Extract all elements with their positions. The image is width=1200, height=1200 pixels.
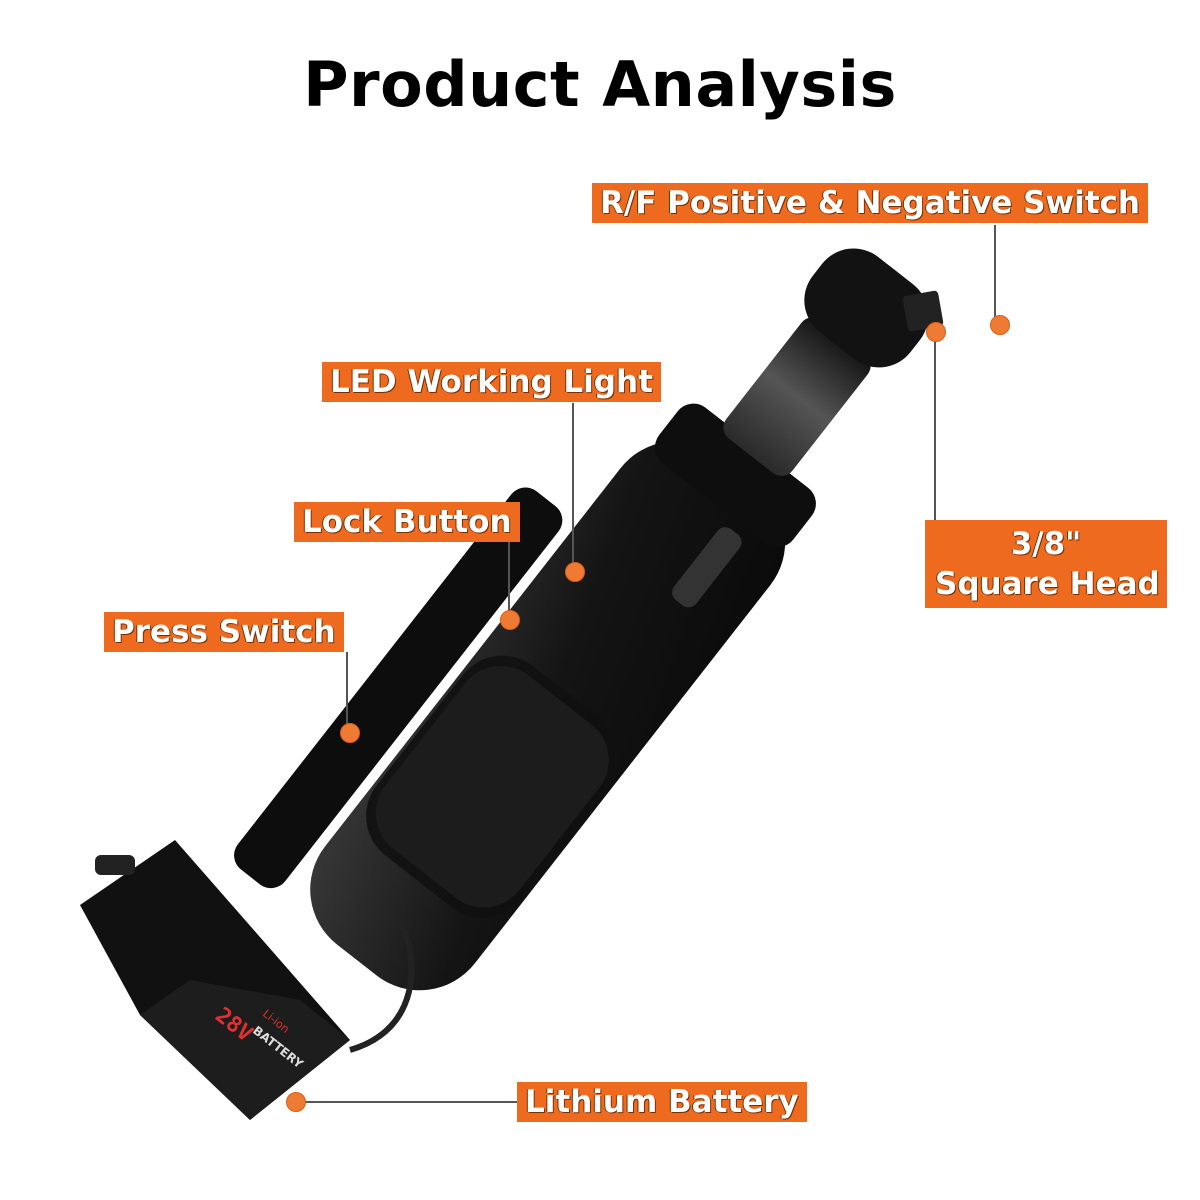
led-light-marker (565, 562, 585, 582)
tool-body (234, 248, 929, 991)
square-head-marker (926, 322, 946, 342)
battery-marker (286, 1092, 306, 1112)
lock-button-marker (500, 610, 520, 630)
press-switch-label: Press Switch (104, 612, 344, 652)
square-head-label: 3/8" Square Head (925, 520, 1167, 608)
square-drive (902, 290, 944, 332)
led-light-label: LED Working Light (322, 362, 661, 402)
rf-switch-marker (990, 315, 1010, 335)
rf-switch-label: R/F Positive & Negative Switch (592, 183, 1148, 223)
battery-pack (80, 840, 350, 1120)
led-light-leader (572, 403, 574, 563)
battery-leader (300, 1101, 517, 1103)
rf-switch-leader (994, 225, 996, 317)
square-head-leader-v (934, 340, 936, 520)
square-head-line2: Square Head (935, 566, 1160, 602)
battery-label: Lithium Battery (517, 1082, 807, 1122)
lock-button-leader (508, 542, 510, 612)
press-switch-marker (340, 723, 360, 743)
square-head-line1: 3/8" (1010, 526, 1082, 562)
press-switch-leader (346, 652, 348, 724)
page-title: Product Analysis (303, 48, 897, 121)
lock-button-label: Lock Button (294, 502, 520, 542)
